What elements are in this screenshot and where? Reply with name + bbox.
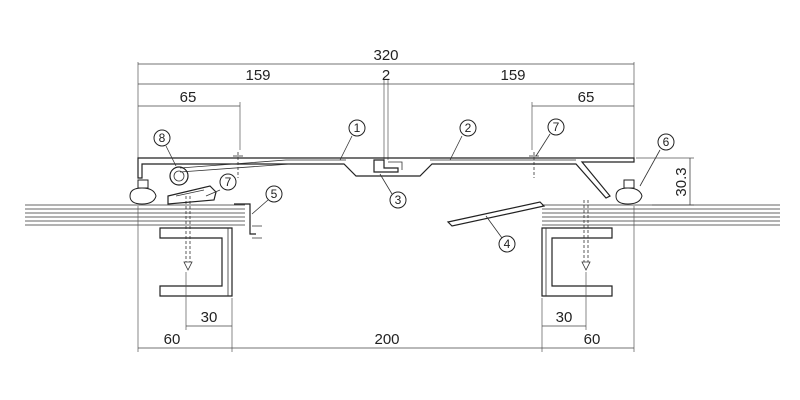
sliding-plate bbox=[446, 201, 546, 227]
left-anchor-bolt bbox=[183, 196, 193, 271]
dimension-height: 30.3 bbox=[636, 157, 694, 206]
callout-5: 5 bbox=[251, 185, 283, 215]
callout-3: 3 bbox=[379, 173, 407, 209]
dim-overall-width: 320 bbox=[373, 47, 398, 64]
dim-center-span: 200 bbox=[374, 331, 399, 348]
right-rubber-seal bbox=[615, 179, 643, 205]
dimension-offsets: 65 65 bbox=[138, 89, 634, 150]
cover-screws bbox=[233, 152, 539, 178]
dim-center-gap: 2 bbox=[382, 67, 390, 84]
dim-left-flange: 30 bbox=[201, 309, 218, 326]
dim-right-edge: 60 bbox=[584, 331, 601, 348]
dim-height: 30.3 bbox=[673, 167, 690, 196]
dim-right-offset: 65 bbox=[578, 89, 595, 106]
cover-plate bbox=[137, 157, 635, 199]
right-floor-slab bbox=[542, 204, 780, 226]
svg-text:7: 7 bbox=[225, 175, 232, 189]
dimension-overall: 320 bbox=[137, 47, 635, 158]
right-steel-channel bbox=[541, 227, 613, 297]
dim-right-flange: 30 bbox=[556, 309, 573, 326]
svg-text:1: 1 bbox=[354, 121, 361, 135]
callout-7-left: 7 bbox=[205, 173, 237, 197]
callout-1: 1 bbox=[339, 119, 366, 161]
hinge-roller bbox=[169, 166, 189, 186]
svg-text:6: 6 bbox=[663, 135, 670, 149]
left-rubber-seal bbox=[129, 179, 157, 205]
left-steel-channel bbox=[159, 227, 233, 297]
dim-left-half: 159 bbox=[245, 67, 270, 84]
svg-text:3: 3 bbox=[395, 193, 402, 207]
dimension-bottom: 60 200 60 bbox=[137, 206, 635, 352]
dim-left-offset: 65 bbox=[180, 89, 197, 106]
svg-text:8: 8 bbox=[159, 131, 166, 145]
svg-text:4: 4 bbox=[504, 237, 511, 251]
svg-text:7: 7 bbox=[553, 120, 560, 134]
callout-8: 8 bbox=[153, 129, 177, 167]
svg-text:5: 5 bbox=[271, 187, 278, 201]
side-angle-clip bbox=[234, 203, 262, 239]
dimension-flanges: 30 30 bbox=[185, 272, 587, 330]
dim-left-edge: 60 bbox=[164, 331, 181, 348]
right-anchor-bolt bbox=[581, 200, 591, 271]
callout-4: 4 bbox=[485, 215, 516, 253]
left-floor-slab bbox=[25, 204, 245, 226]
callout-2: 2 bbox=[449, 119, 477, 161]
callout-7-right: 7 bbox=[535, 118, 565, 157]
svg-text:2: 2 bbox=[465, 121, 472, 135]
dim-right-half: 159 bbox=[500, 67, 525, 84]
dimension-halves: 159 2 159 bbox=[138, 67, 634, 160]
left-base-bracket bbox=[167, 185, 217, 205]
callout-6: 6 bbox=[639, 133, 675, 187]
